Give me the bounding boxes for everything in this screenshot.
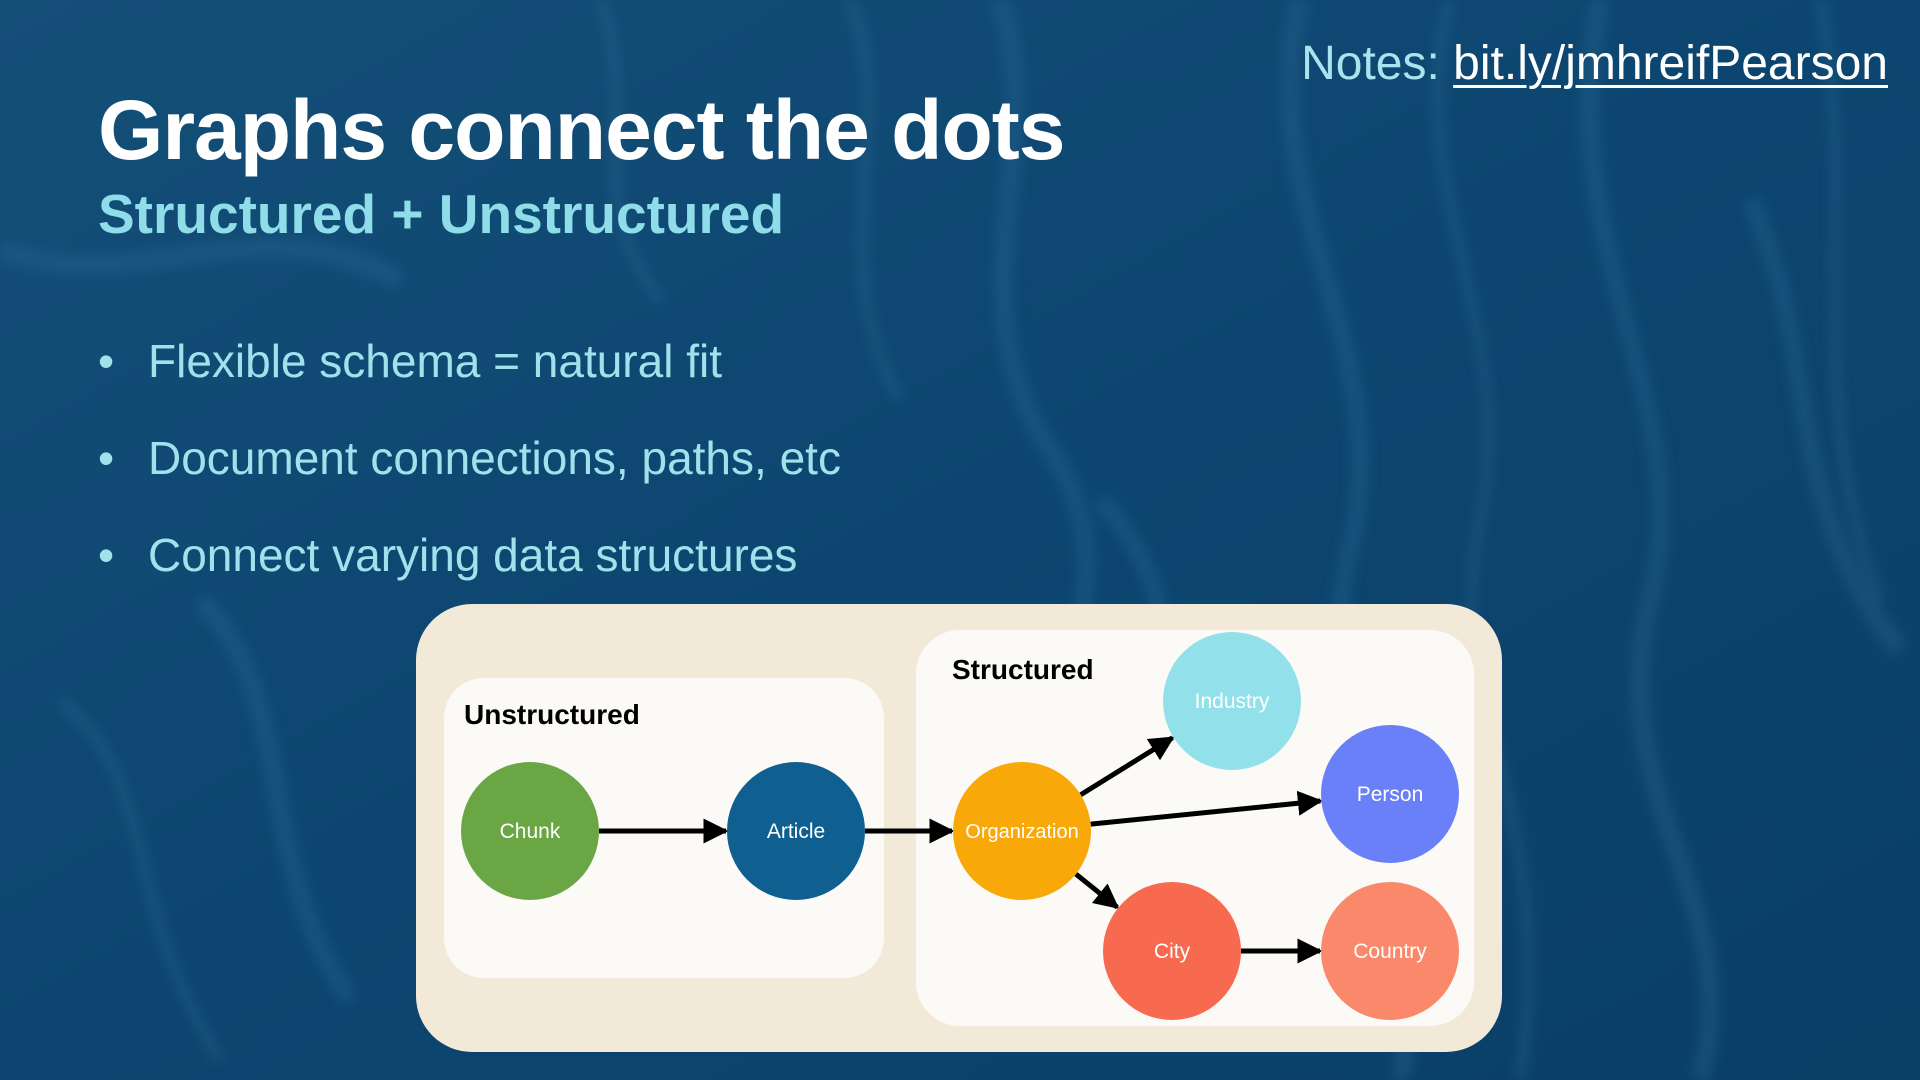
edge-organization-to-industry [1079,735,1175,797]
slide-title: Graphs connect the dots [98,83,1065,177]
node-chunk-circle [461,762,599,900]
node-city: City [1103,882,1241,1020]
notes-link-line: Notes: bit.ly/jmhreifPearson [1301,36,1888,91]
edge-organization-to-city [1074,872,1120,910]
structured-group-label: Structured [952,654,1094,685]
bullet-text: Document connections, paths, etc [148,432,841,484]
bullet-text: Connect varying data structures [148,529,798,581]
node-organization-circle [953,762,1091,900]
node-country: Country [1321,882,1459,1020]
nodes-layer: Chunk Article Organization IndustryPersonCi… [461,632,1459,1020]
node-country-circle [1321,882,1459,1020]
node-article-label: Article [767,820,825,843]
node-chunk-label: Chunk [500,820,561,843]
unstructured-group-label: Unstructured [464,699,640,730]
node-city-label: City [1154,940,1191,963]
node-industry-circle [1163,632,1301,770]
unstructured-group-panel [444,678,884,978]
node-chunk: Chunk [461,762,599,900]
bullet-item: • Connect varying data structures [98,528,841,625]
bullet-dot-icon: • [98,432,115,484]
bullet-list: • Flexible schema = natural fit • Docume… [98,334,841,625]
node-industry-label: Industry [1195,690,1270,713]
bullet-item: • Document connections, paths, etc [98,431,841,528]
node-article-circle [727,762,865,900]
notes-label: Notes: [1301,37,1440,90]
bullet-dot-icon: • [98,529,115,581]
notes-url-link[interactable]: bit.ly/jmhreifPearson [1453,37,1888,90]
node-person: Person [1321,725,1459,863]
node-person-label: Person [1357,783,1424,806]
graph-diagram: Unstructured Structured Chunk Article Orga… [414,602,1504,1054]
node-industry: Industry [1163,632,1301,770]
edge-organization-to-person [1090,790,1323,827]
slide-subtitle: Structured + Unstructured [98,183,785,245]
bullet-dot-icon: • [98,335,115,387]
node-article: Article [727,762,865,900]
node-city-circle [1103,882,1241,1020]
node-person-circle [1321,725,1459,863]
node-organization-label: Organization [965,821,1078,843]
graph-diagram-svg: Unstructured Structured Chunk Article Orga… [416,604,1502,1052]
bullet-text: Flexible schema = natural fit [148,335,722,387]
node-organization: Organization [953,762,1091,900]
edges-layer [599,735,1323,964]
node-country-label: Country [1353,940,1427,963]
bullet-item: • Flexible schema = natural fit [98,334,841,431]
